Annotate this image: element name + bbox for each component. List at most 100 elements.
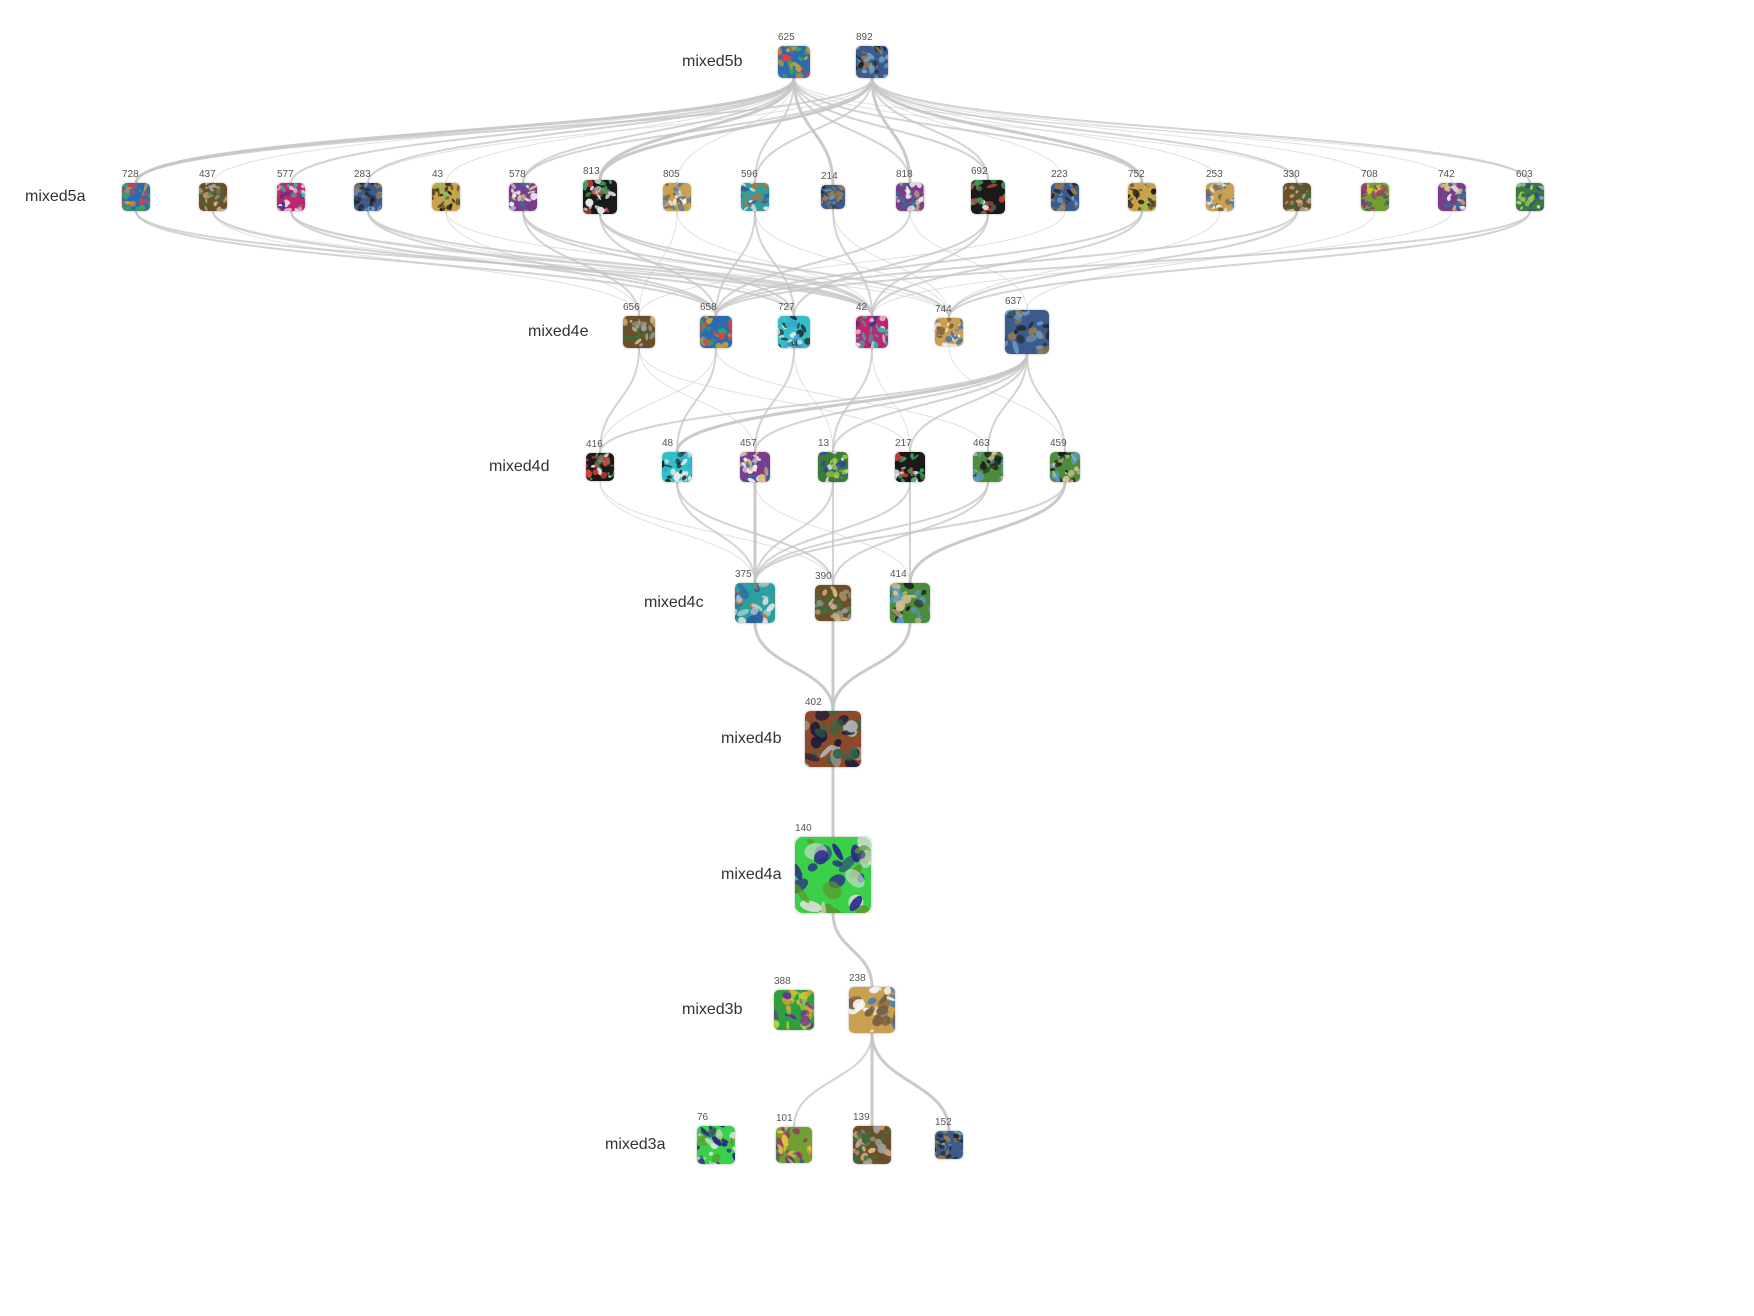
neuron-node[interactable]: 596 (741, 169, 769, 211)
edge-463-375 (754, 481, 989, 584)
neuron-node[interactable]: 214 (821, 171, 845, 209)
neuron-id-label: 283 (354, 169, 371, 180)
edge-637-217 (909, 353, 1028, 453)
neuron-id-label: 459 (1050, 438, 1067, 449)
edge-813-744 (599, 213, 950, 319)
neuron-id-label: 728 (122, 169, 139, 180)
neuron-node[interactable]: 375 (735, 569, 775, 623)
neuron-node[interactable]: 283 (354, 169, 382, 211)
neuron-id-label: 437 (199, 169, 216, 180)
edge-892-728 (135, 77, 873, 184)
neuron-node[interactable]: 238 (849, 973, 895, 1033)
neuron-node[interactable]: 13 (818, 438, 848, 482)
neuron-node[interactable]: 330 (1283, 169, 1311, 211)
neuron-node[interactable]: 43 (432, 169, 460, 211)
edge-214-42 (832, 208, 873, 317)
feature-visualization-image (778, 46, 810, 78)
neuron-node[interactable]: 140 (795, 823, 871, 913)
edge-578-42 (522, 210, 873, 317)
edge-892-603 (871, 77, 1531, 184)
edge-727-457 (754, 347, 795, 453)
layer-label-mixed4c: mixed4c (644, 594, 704, 611)
edge-727-13 (793, 347, 834, 453)
neuron-node[interactable]: 658 (700, 302, 732, 348)
neuron-node[interactable]: 727 (778, 302, 810, 348)
feature-visualization-image (1051, 183, 1079, 211)
neuron-node[interactable]: 805 (663, 169, 691, 211)
neuron-id-label: 457 (740, 438, 757, 449)
neuron-node[interactable]: 76 (697, 1112, 735, 1164)
neuron-id-label: 152 (935, 1117, 952, 1128)
neuron-node[interactable]: 463 (973, 438, 1003, 482)
edge-217-375 (754, 481, 911, 584)
neuron-id-label: 140 (795, 823, 812, 834)
neuron-id-label: 414 (890, 569, 907, 580)
neuron-node[interactable]: 217 (895, 438, 925, 482)
neuron-node[interactable]: 708 (1361, 169, 1389, 211)
feature-visualization-image (697, 1126, 735, 1164)
edge-42-217 (871, 347, 911, 453)
neuron-node[interactable]: 388 (774, 976, 814, 1030)
layer-label-mixed5a: mixed5a (25, 188, 86, 205)
neuron-node[interactable]: 459 (1050, 438, 1080, 482)
neuron-node[interactable]: 416 (586, 439, 614, 481)
feature-visualization-image (935, 1131, 963, 1159)
neuron-node[interactable]: 578 (509, 169, 537, 211)
feature-visualization-image (199, 183, 227, 211)
edge-42-13 (832, 347, 873, 453)
edge-892-752 (870, 76, 1144, 185)
neuron-node[interactable]: 48 (662, 438, 692, 482)
neuron-node[interactable]: 728 (122, 169, 150, 211)
feature-visualization-image (895, 452, 925, 482)
neuron-node[interactable]: 818 (896, 169, 924, 211)
neuron-node[interactable]: 692 (971, 166, 1005, 214)
edge-253-744 (948, 210, 1221, 319)
edge-892-692 (871, 77, 989, 181)
neuron-node[interactable]: 223 (1051, 169, 1079, 211)
neuron-node[interactable]: 813 (583, 166, 617, 214)
neuron-node[interactable]: 892 (856, 32, 888, 78)
edge-742-42 (871, 210, 1453, 317)
feature-visualization-image (1283, 183, 1311, 211)
feature-visualization-image (776, 1127, 812, 1163)
neuron-node[interactable]: 656 (623, 302, 655, 348)
neuron-node[interactable]: 744 (935, 304, 963, 346)
feature-visualization-image (818, 452, 848, 482)
neuron-node[interactable]: 152 (935, 1117, 963, 1159)
edge-577-658 (290, 210, 717, 317)
neuron-node[interactable]: 101 (776, 1113, 812, 1163)
neuron-id-label: 139 (853, 1112, 870, 1123)
feature-visualization-image (1050, 452, 1080, 482)
neuron-node[interactable]: 457 (740, 438, 770, 482)
neuron-id-label: 13 (818, 438, 830, 449)
neuron-node[interactable]: 139 (853, 1112, 891, 1164)
neuron-node[interactable]: 625 (778, 32, 810, 78)
layer-label-mixed4d: mixed4d (489, 458, 550, 475)
feature-visualization-image (778, 316, 810, 348)
neuron-id-label: 101 (776, 1113, 793, 1124)
neuron-id-label: 752 (1128, 169, 1145, 180)
neuron-id-label: 813 (583, 166, 600, 177)
feature-visualization-image (509, 183, 537, 211)
feature-visualization-image (432, 183, 460, 211)
neuron-node[interactable]: 253 (1206, 169, 1234, 211)
edge-813-42 (599, 213, 873, 317)
feature-visualization-image (741, 183, 769, 211)
neuron-node[interactable]: 390 (815, 571, 851, 621)
edge-892-253 (871, 77, 1221, 184)
neuron-node[interactable]: 437 (199, 169, 227, 211)
neuron-node[interactable]: 402 (805, 697, 861, 767)
neuron-id-label: 805 (663, 169, 680, 180)
neuron-id-label: 742 (1438, 169, 1455, 180)
edge-658-416 (599, 347, 717, 454)
edge-692-727 (793, 213, 989, 317)
neuron-node[interactable]: 414 (890, 569, 930, 623)
neuron-node[interactable]: 577 (277, 169, 305, 211)
neuron-node[interactable]: 752 (1128, 169, 1156, 211)
feature-visualization-image (849, 987, 895, 1033)
neuron-node[interactable]: 42 (856, 302, 888, 348)
neuron-id-label: 463 (973, 438, 990, 449)
neuron-node[interactable]: 637 (1005, 296, 1049, 354)
neuron-node[interactable]: 742 (1438, 169, 1466, 211)
neuron-node[interactable]: 603 (1516, 169, 1544, 211)
